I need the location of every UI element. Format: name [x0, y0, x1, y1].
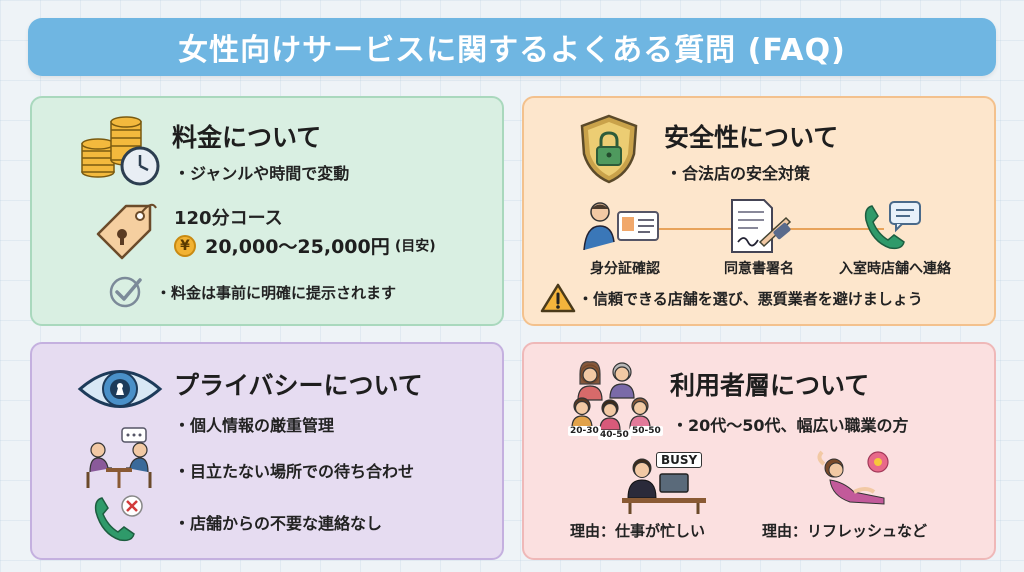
age-label-3: 50-50 — [630, 426, 663, 436]
sign-document-icon — [731, 199, 792, 253]
users-heading: 利用者層について — [670, 371, 870, 400]
phone-no-call-icon — [94, 495, 143, 542]
users-bullet: ・20代〜50代、幅広い職業の方 — [672, 416, 909, 435]
safety-bullet: ・合法店の安全対策 — [666, 164, 811, 183]
fee-price: 20,000〜25,000円 — [205, 236, 390, 258]
step-id-check: 身分証確認 — [590, 261, 660, 277]
safety-card: 安全性について ・合法店の安全対策 身分証確認 同意書署名 入室時店舗へ連絡 ・… — [522, 96, 996, 326]
fee-note: ・料金は事前に明確に提示されます — [156, 284, 397, 302]
shield-lock-icon — [580, 114, 638, 184]
privacy-heading: プライバシーについて — [174, 371, 423, 400]
fee-price-note: (目安) — [394, 238, 436, 255]
busy-bubble: BUSY — [656, 452, 703, 468]
eye-lock-icon — [77, 370, 163, 408]
users-card: 20-30 40-50 50-50 利用者層について ・20代〜50代、幅広い職… — [522, 342, 996, 560]
step-consent: 同意書署名 — [724, 261, 794, 277]
id-card-icon — [583, 202, 659, 251]
fee-heading: 料金について — [172, 123, 322, 152]
safety-warning: ・信頼できる店舗を選び、悪質業者を避けましょう — [578, 290, 923, 308]
fee-bullet: ・ジャンルや時間で変動 — [174, 164, 350, 183]
safety-heading: 安全性について — [664, 123, 839, 152]
fee-price-row: ¥ 20,000〜25,000円 (目安) — [174, 232, 436, 259]
price-tag-icon — [96, 203, 157, 260]
age-label-1: 20-30 — [568, 426, 601, 436]
privacy-card: プライバシーについて ・個人情報の厳重管理 ・目立たない場所での待ち合わせ ・店… — [30, 342, 504, 560]
privacy-item-2: ・目立たない場所での待ち合わせ — [174, 462, 415, 481]
step-notify-store: 入室時店舗へ連絡 — [839, 261, 951, 277]
page-title-text: 女性向けサービスに関するよくある質問 (FAQ) — [178, 33, 846, 68]
yen-coin-icon: ¥ — [174, 234, 196, 257]
reason-busy: 理由：仕事が忙しい — [570, 522, 706, 540]
privacy-item-3: ・店舗からの不要な連絡なし — [174, 514, 383, 533]
relaxing-woman-icon — [817, 450, 889, 505]
warning-icon — [540, 283, 576, 313]
meeting-icon — [86, 427, 152, 488]
phone-message-icon — [864, 201, 921, 250]
checkmark-icon — [109, 276, 142, 308]
women-group-icon — [571, 361, 651, 431]
age-label-2: 40-50 — [598, 430, 631, 440]
fee-card: 料金について ・ジャンルや時間で変動 120分コース ¥ 20,000〜25,0… — [30, 96, 504, 326]
reason-refresh: 理由：リフレッシュなど — [762, 522, 928, 540]
fee-course: 120分コース — [174, 208, 283, 229]
busy-worker-icon — [622, 458, 706, 514]
coins-clock-icon — [81, 116, 160, 186]
privacy-item-1: ・個人情報の厳重管理 — [174, 416, 335, 435]
page-title: 女性向けサービスに関するよくある質問 (FAQ) — [28, 18, 996, 76]
